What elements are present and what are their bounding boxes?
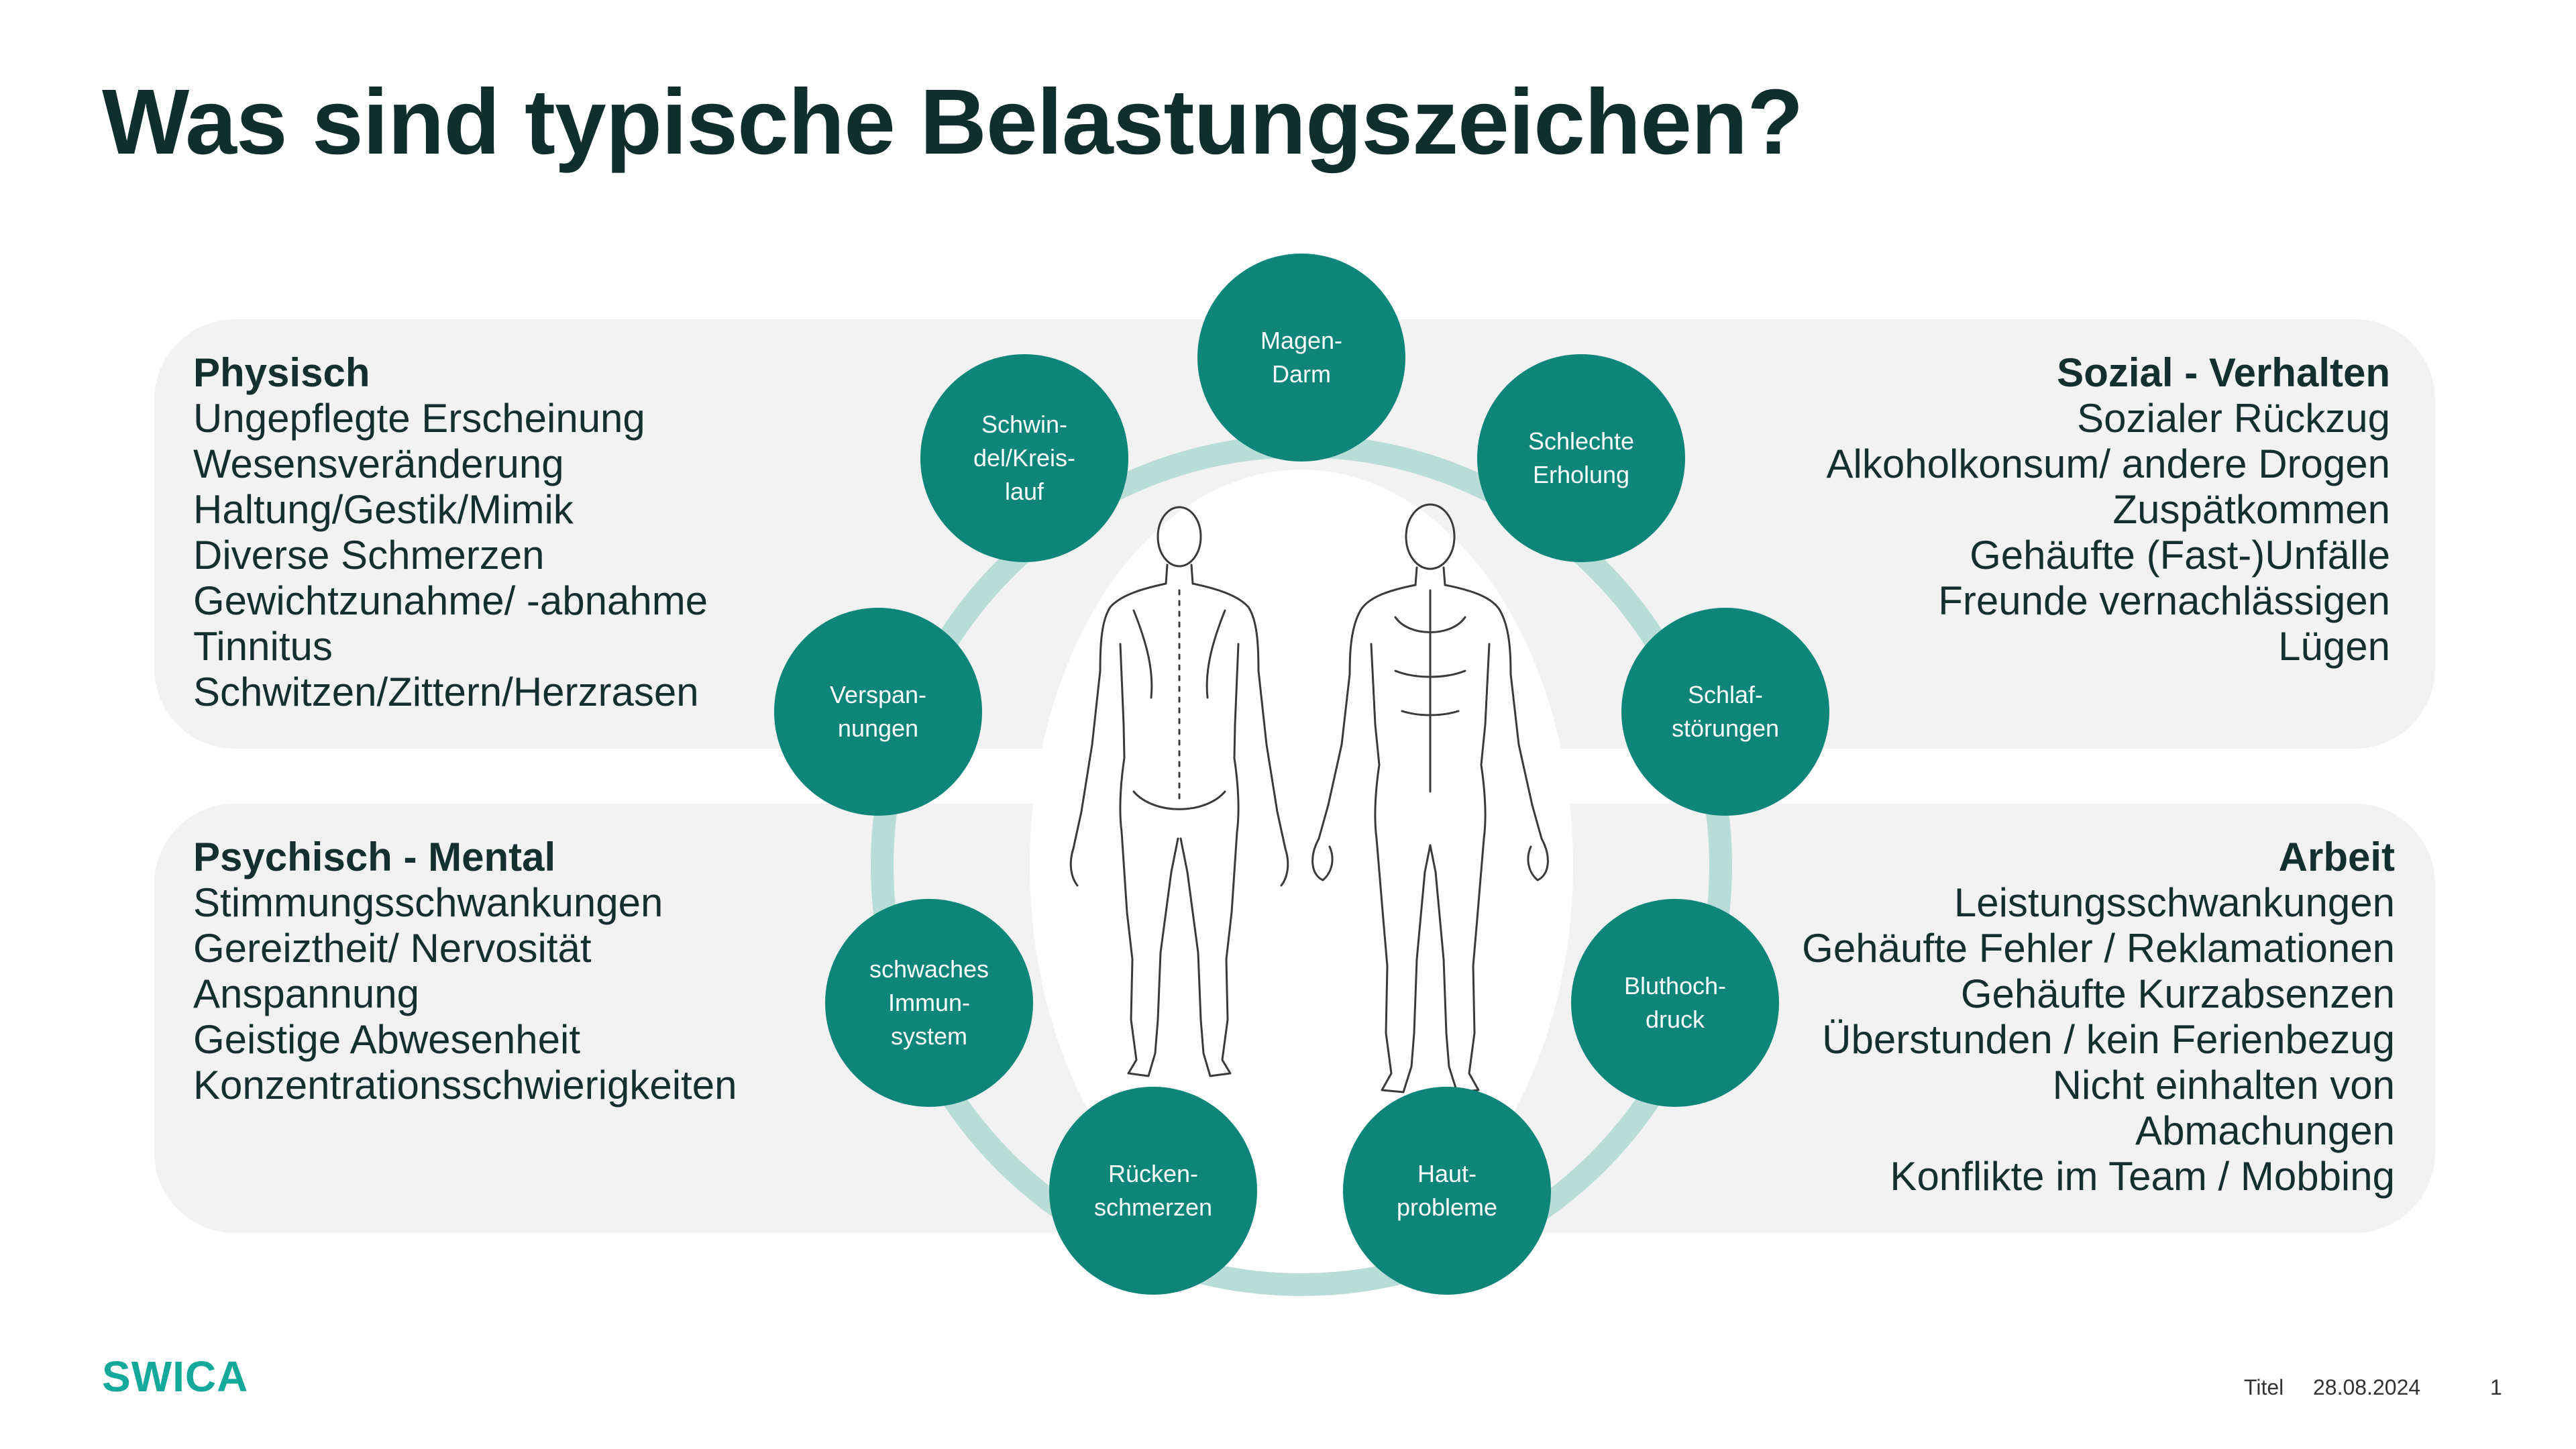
category-item: Gehäufte Kurzabsenzen xyxy=(1960,971,2395,1016)
category-item: Zuspätkommen xyxy=(2112,487,2391,532)
category-heading: Physisch xyxy=(193,350,370,395)
category-item: Schwitzen/Zittern/Herzrasen xyxy=(193,669,699,714)
page-number: 1 xyxy=(2490,1375,2502,1399)
node-label: lauf xyxy=(1004,478,1044,505)
node-label: del/Kreis- xyxy=(973,444,1076,472)
node-label: Schlaf- xyxy=(1687,681,1764,708)
node-label: Darm xyxy=(1272,360,1331,388)
node-bluthochdruck: Bluthoch-druck xyxy=(1571,899,1779,1107)
node-label: system xyxy=(890,1022,967,1050)
node-label: Schwin- xyxy=(981,411,1068,438)
node-label: Immun- xyxy=(888,989,970,1016)
category-item: Sozialer Rückzug xyxy=(2077,396,2390,441)
category-item: Geistige Abwesenheit xyxy=(193,1017,581,1062)
category-item: Konzentrationsschwierigkeiten xyxy=(193,1063,737,1108)
node-verspannungen: Verspan-nungen xyxy=(774,608,982,816)
footer-label: Titel xyxy=(2244,1375,2284,1399)
category-item: Konflikte im Team / Mobbing xyxy=(1890,1154,2395,1199)
category-item: Gewichtzunahme/ -abnahme xyxy=(193,578,708,623)
category-item: Alkoholkonsum/ andere Drogen xyxy=(1826,441,2391,486)
category-item: Überstunden / kein Ferienbezug xyxy=(1822,1017,2395,1062)
category-heading: Psychisch - Mental xyxy=(193,835,556,879)
category-physisch: Physisch Ungepflegte Erscheinung Wesensv… xyxy=(193,350,708,715)
node-label: nungen xyxy=(837,714,919,742)
node-schwindel-kreislauf: Schwin-del/Kreis-lauf xyxy=(920,354,1128,562)
body-back-figure xyxy=(1069,506,1289,1077)
category-item: Freunde vernachlässigen xyxy=(1938,578,2390,623)
body-front-figure xyxy=(1311,503,1549,1093)
category-item: Gehäufte (Fast-)Unfälle xyxy=(1970,533,2390,578)
category-item: Tinnitus xyxy=(193,624,333,669)
category-item: Haltung/Gestik/Mimik xyxy=(193,487,574,532)
category-item: Nicht einhalten von xyxy=(2052,1063,2395,1108)
node-magen-darm: Magen- Darm xyxy=(1197,254,1405,462)
category-heading: Arbeit xyxy=(2278,835,2395,879)
category-item: Gehäufte Fehler / Reklamationen xyxy=(1802,926,2395,971)
node-label: Bluthoch- xyxy=(1623,972,1727,1000)
node-label: schwaches xyxy=(869,955,989,983)
category-item: Anspannung xyxy=(193,971,419,1016)
page-title: Was sind typische Belastungszeichen? xyxy=(102,70,1804,174)
category-item: Stimmungsschwankungen xyxy=(193,880,663,925)
node-label: Verspan- xyxy=(829,681,927,708)
node-label: probleme xyxy=(1396,1193,1498,1221)
node-label: Erholung xyxy=(1532,461,1630,488)
node-label: Magen- xyxy=(1260,327,1343,354)
center-ellipse xyxy=(1030,470,1573,1261)
category-sozial: Sozial - Verhalten Sozialer Rückzug Alko… xyxy=(1827,350,2391,669)
node-label: Rücken- xyxy=(1108,1160,1199,1187)
node-hautprobleme: Haut-probleme xyxy=(1343,1087,1551,1295)
category-psychisch: Psychisch - Mental Stimmungsschwankungen… xyxy=(193,835,737,1108)
category-item: Leistungsschwankungen xyxy=(1953,880,2395,925)
category-item: Gereiztheit/ Nervosität xyxy=(193,926,592,971)
node-label: Haut- xyxy=(1417,1160,1477,1187)
category-heading: Sozial - Verhalten xyxy=(2057,350,2390,395)
swica-logo: SWICA xyxy=(102,1352,249,1401)
node-schlafstoerungen: Schlaf-störungen xyxy=(1621,608,1829,816)
node-label: schmerzen xyxy=(1093,1193,1213,1221)
footer-date: 28.08.2024 xyxy=(2313,1375,2421,1399)
category-arbeit: Arbeit Leistungsschwankungen Gehäufte Fe… xyxy=(1802,835,2395,1199)
node-label: druck xyxy=(1645,1006,1705,1033)
node-rueckenschmerzen: Rücken-schmerzen xyxy=(1049,1087,1257,1295)
category-item: Ungepflegte Erscheinung xyxy=(193,396,645,441)
category-item: Wesensveränderung xyxy=(193,441,564,486)
category-item: Diverse Schmerzen xyxy=(193,533,545,578)
category-item: Lügen xyxy=(2278,624,2390,669)
node-label: Schlechte xyxy=(1527,427,1635,455)
category-item: Abmachungen xyxy=(2135,1108,2395,1153)
node-label: störungen xyxy=(1671,714,1780,742)
